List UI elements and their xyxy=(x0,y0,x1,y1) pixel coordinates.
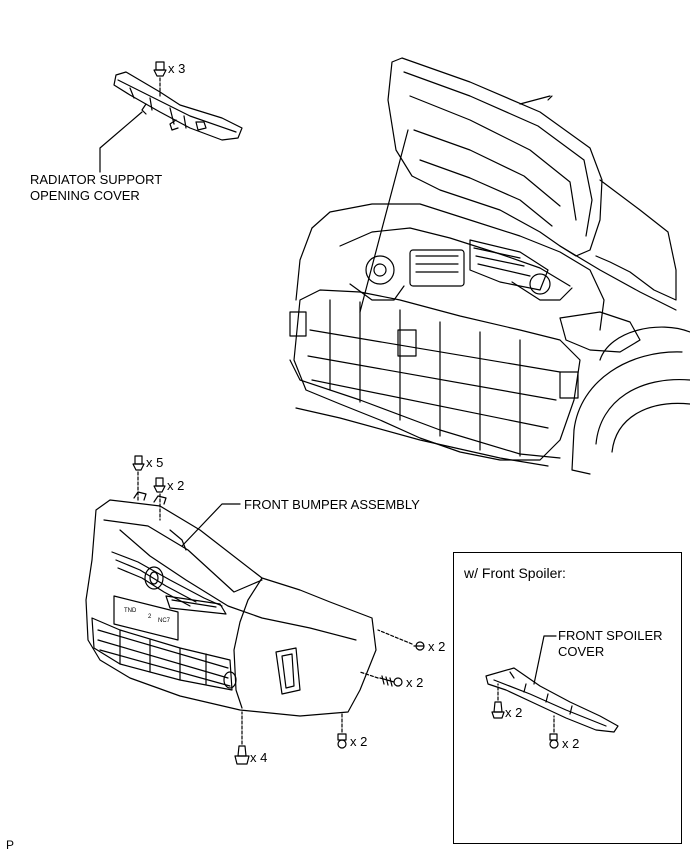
front-spoiler-leader xyxy=(533,635,557,685)
inset-title: w/ Front Spoiler: xyxy=(464,565,566,581)
screw-icon xyxy=(234,711,250,765)
front-spoiler-label: FRONT SPOILER COVER xyxy=(558,628,663,660)
qty-bumper-bottom-right: x 2 xyxy=(350,734,368,749)
qty-spoiler-left: x 2 xyxy=(505,705,523,720)
front-spoiler-label-line2: COVER xyxy=(558,644,605,659)
radiator-support-opening-cover xyxy=(113,71,243,141)
radiator-support-label: RADIATOR SUPPORT OPENING COVER xyxy=(30,172,162,204)
svg-text:NC7: NC7 xyxy=(158,618,171,624)
svg-text:2: 2 xyxy=(148,614,152,620)
front-spoiler-cover xyxy=(485,667,619,733)
front-bumper-label: FRONT BUMPER ASSEMBLY xyxy=(244,497,420,512)
radiator-cover-leader xyxy=(99,111,143,173)
bolt-icon xyxy=(132,455,145,501)
radiator-clip-icon xyxy=(153,61,167,99)
qty-spoiler-right: x 2 xyxy=(562,736,580,751)
svg-text:TND: TND xyxy=(124,608,137,614)
front-bumper-assembly: TND 2 NC7 xyxy=(85,491,377,717)
radiator-support-label-line1: RADIATOR SUPPORT xyxy=(30,172,163,187)
bolt-icon xyxy=(153,477,166,521)
screw-icon xyxy=(359,671,403,687)
qty-bumper-top-a: x 5 xyxy=(146,455,164,470)
qty-radiator-clips: x 3 xyxy=(168,61,186,76)
front-spoiler-inset: w/ Front Spoiler: xyxy=(453,552,682,844)
qty-bumper-side-lower: x 2 xyxy=(406,675,424,690)
spoiler-screw-icon xyxy=(549,715,559,749)
front-bumper-leader xyxy=(181,503,241,547)
qty-bumper-side-upper: x 2 xyxy=(428,639,446,654)
spoiler-screw-icon xyxy=(491,683,505,719)
qty-bumper-top-b: x 2 xyxy=(167,478,185,493)
screw-icon xyxy=(337,713,347,749)
front-spoiler-label-line1: FRONT SPOILER xyxy=(558,628,663,643)
figure-code: P xyxy=(6,838,15,852)
radiator-support-label-line2: OPENING COVER xyxy=(30,188,140,203)
vehicle-body xyxy=(289,57,690,475)
qty-bumper-bottom-left: x 4 xyxy=(250,750,268,765)
screw-icon xyxy=(377,629,425,651)
